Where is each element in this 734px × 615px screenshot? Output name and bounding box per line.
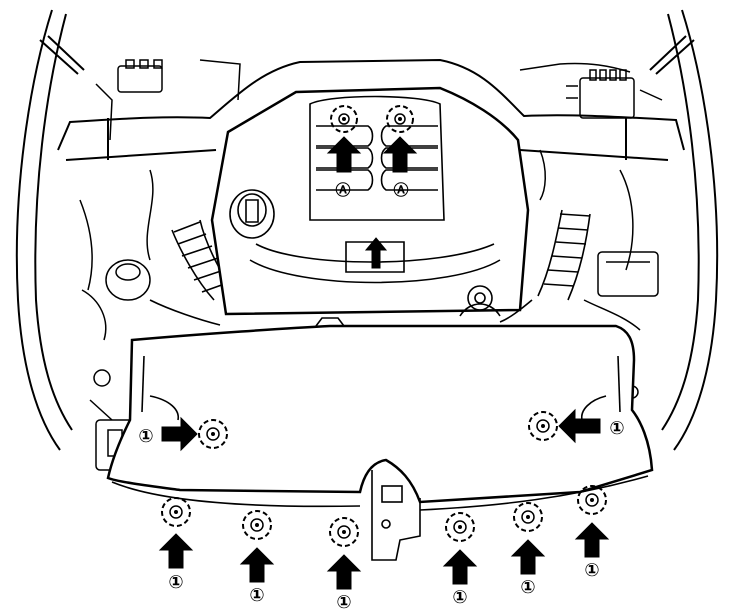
strut-brace — [57, 58, 685, 161]
callout-1-bottom-2: ① — [249, 585, 264, 606]
arrow-up-clip-bottom-3 — [326, 554, 362, 590]
clip-top-right — [386, 105, 414, 133]
arrow-left-clip-side-right — [558, 408, 601, 444]
arrow-up-clip-bottom-6 — [574, 522, 610, 558]
callout-1-side-left: ① — [138, 426, 153, 447]
callout-1-bottom-4: ① — [452, 587, 467, 608]
callouts: Ⓐ Ⓐ ① ① ① ① ① ① ① ① — [138, 181, 624, 613]
engine-cover — [210, 86, 530, 316]
arrow-up-clip-top-left — [326, 136, 362, 173]
arrow-up-clip-bottom-5 — [510, 539, 546, 575]
arrow-up-clip-bottom-4 — [442, 549, 478, 585]
arrow-right-clip-side-left — [161, 416, 198, 452]
clip-bottom-5 — [513, 502, 543, 532]
callout-1-bottom-1: ① — [168, 572, 183, 593]
clip-bottom-4 — [445, 512, 475, 542]
clips — [161, 105, 607, 547]
callout-a-left: Ⓐ — [335, 181, 350, 199]
engine-cover-details — [229, 95, 501, 317]
callout-1-bottom-5: ① — [520, 577, 535, 598]
clip-bottom-1 — [161, 497, 191, 527]
clip-bottom-6 — [577, 485, 607, 515]
radiator-cover-details — [111, 317, 649, 561]
clip-side-left — [198, 419, 228, 449]
arrow-up-clip-bottom-2 — [239, 547, 275, 583]
callout-1-side-right: ① — [609, 418, 624, 439]
radiator-cover — [106, 324, 654, 504]
clip-bottom-3 — [329, 517, 359, 547]
arrows — [158, 136, 610, 590]
arrow-up-clip-top-right — [382, 136, 418, 173]
callout-1-bottom-3: ① — [336, 592, 351, 613]
arrow-up-clip-bottom-1 — [158, 533, 194, 569]
right-intake-pipe — [499, 209, 591, 323]
hood-outline — [15, 9, 719, 451]
arrow-cover-center — [364, 237, 388, 269]
clip-bottom-2 — [242, 510, 272, 540]
callout-a-right: Ⓐ — [393, 181, 408, 199]
clip-top-left — [330, 105, 358, 133]
clip-side-right — [528, 411, 558, 441]
callout-1-bottom-6: ① — [584, 560, 599, 581]
